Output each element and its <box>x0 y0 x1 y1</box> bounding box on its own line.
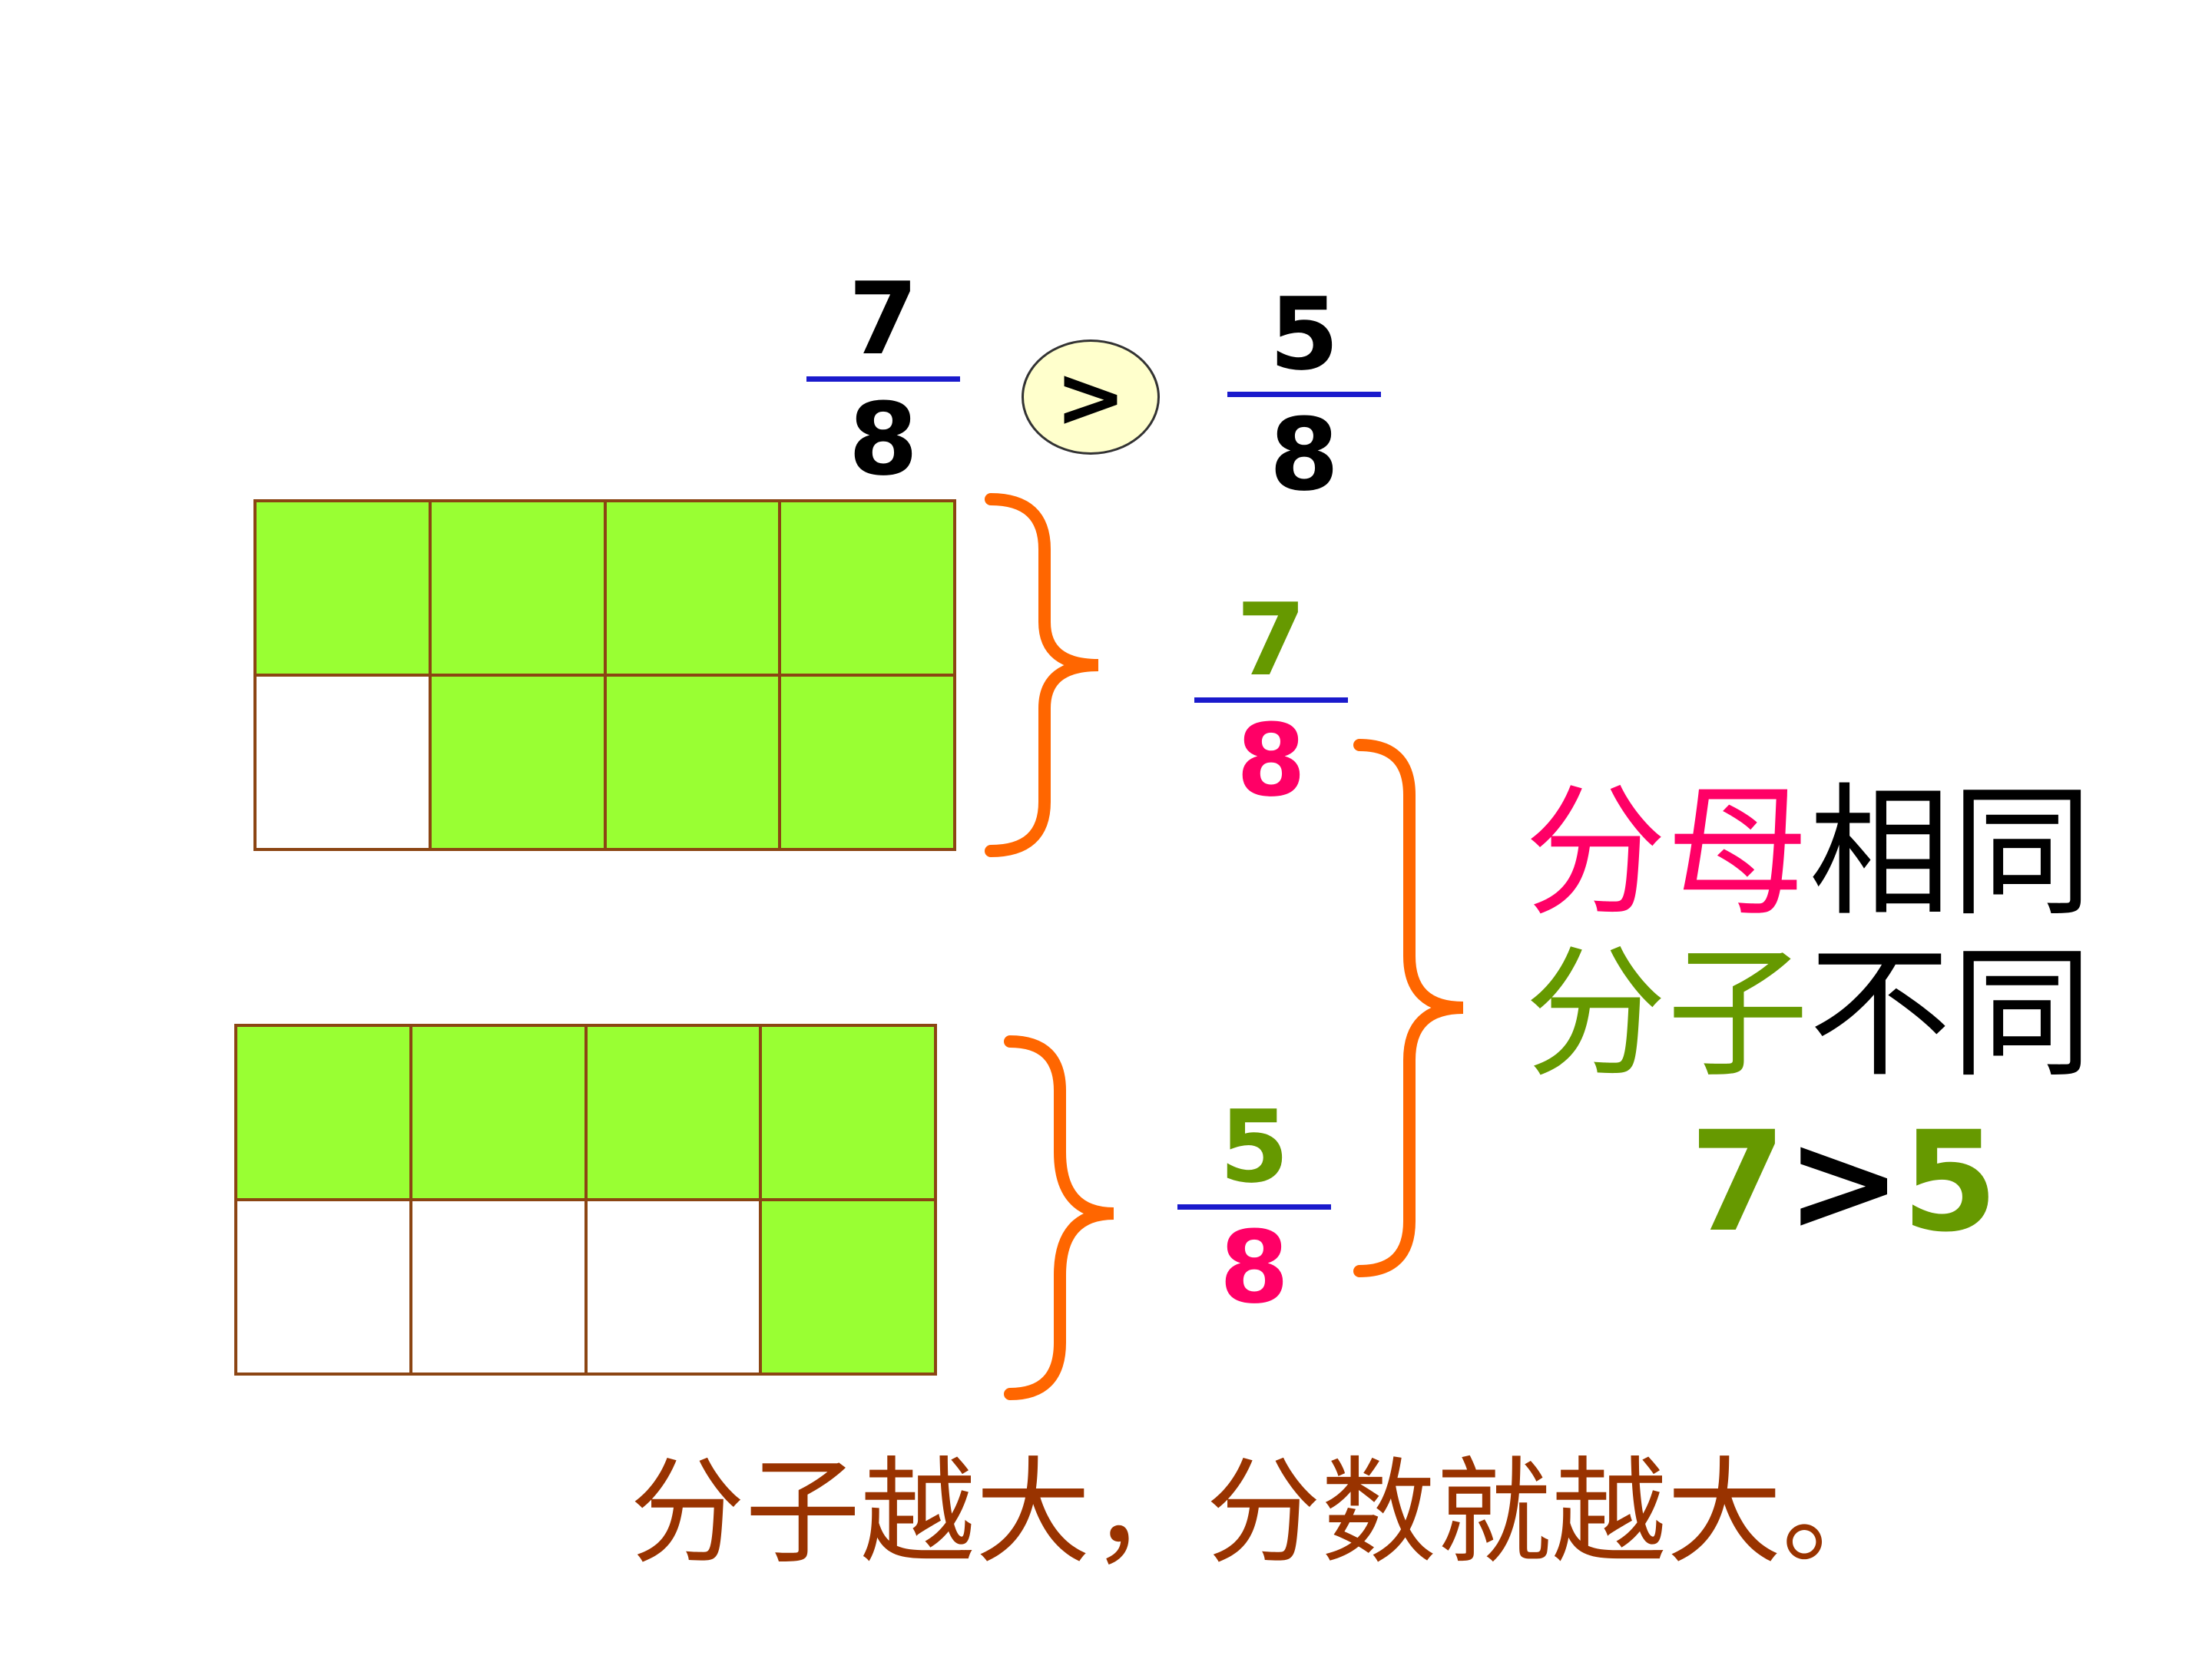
grid-top-denominator: 8 <box>1236 702 1306 819</box>
top-left-fraction-bar <box>806 376 960 382</box>
grid-seven-eighths <box>253 499 956 851</box>
top-right-fraction: 5 8 <box>1227 284 1381 505</box>
grid-cell-empty <box>255 675 430 849</box>
grid-five-eighths <box>234 1024 937 1376</box>
rule-comparison-right: 5 <box>1902 1102 1998 1263</box>
grid-cell-filled <box>760 1025 935 1200</box>
grid-fraction-seven-eighths: 7 8 <box>1194 590 1348 810</box>
grid-cell-filled <box>236 1025 411 1200</box>
top-left-fraction: 7 8 <box>806 269 960 489</box>
grid-cell-filled <box>429 675 605 849</box>
comparison-symbol: > <box>1055 348 1127 446</box>
top-right-numerator: 5 <box>1269 276 1339 392</box>
grid-cell-filled <box>429 501 605 675</box>
rule-numerator-rest: 不同 <box>1809 931 2093 1097</box>
grid-cell-filled <box>255 501 430 675</box>
grid-fraction-five-eighths: 5 8 <box>1177 1097 1331 1317</box>
grid-cell-filled <box>604 675 780 849</box>
rule-denominator-highlight: 分母 <box>1525 770 1809 935</box>
grid-bottom-numerator: 5 <box>1219 1088 1290 1205</box>
comparison-bubble: > <box>1022 339 1160 455</box>
top-left-denominator: 8 <box>848 381 919 498</box>
top-left-numerator: 7 <box>848 260 919 377</box>
brace-fractions <box>1353 739 1464 1277</box>
grid-top-fraction-bar <box>1194 697 1348 703</box>
grid-cell-filled <box>780 501 955 675</box>
top-right-fraction-bar <box>1227 392 1381 397</box>
conclusion-text: 分子越大，分数就越大。 <box>630 1446 1898 1580</box>
grid-bottom-denominator: 8 <box>1219 1209 1290 1326</box>
grid-cell-filled <box>780 675 955 849</box>
grid-top-numerator: 7 <box>1236 581 1306 698</box>
rule-comparison-symbol: > <box>1786 1102 1902 1263</box>
grid-cell-filled <box>585 1025 761 1200</box>
grid-bottom-fraction-bar <box>1177 1204 1331 1210</box>
grid-cell-filled <box>410 1025 586 1200</box>
rule-numerator-highlight: 分子 <box>1525 931 1809 1097</box>
grid-cell-empty <box>410 1200 586 1374</box>
grid-cell-filled <box>604 501 780 675</box>
rule-denominator-rest: 相同 <box>1809 770 2093 935</box>
rule-line-numerators: 分子不同 <box>1525 937 2093 1091</box>
rule-line-denominators: 分母相同 <box>1525 776 2093 929</box>
rule-comparison-left: 7 <box>1690 1102 1786 1263</box>
brace-bottom-grid <box>1004 1035 1114 1400</box>
top-right-denominator: 8 <box>1269 396 1339 513</box>
rule-line-comparison: 7>5 <box>1690 1106 1998 1260</box>
brace-top-grid <box>985 493 1099 857</box>
grid-cell-filled <box>760 1200 935 1374</box>
grid-cell-empty <box>585 1200 761 1374</box>
grid-cell-empty <box>236 1200 411 1374</box>
